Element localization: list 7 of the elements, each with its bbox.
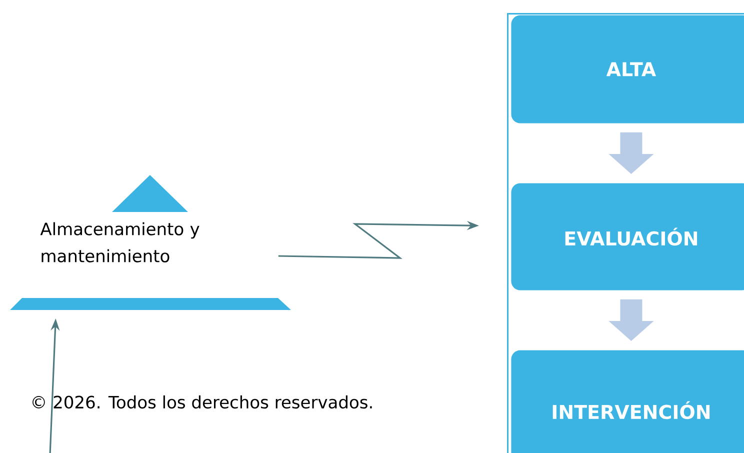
process-box: INTERVENCIÓN <box>511 350 744 453</box>
node-label: ALTA <box>606 62 656 76</box>
copyright-note: © 2026. Todos los derechos reservados. <box>32 395 372 409</box>
process-box: ALTA <box>511 15 744 124</box>
process-box: EVALUACIÓN <box>511 183 744 290</box>
node-label: Almacenamiento y mantenimiento <box>40 222 200 262</box>
container-frame <box>507 13 744 453</box>
